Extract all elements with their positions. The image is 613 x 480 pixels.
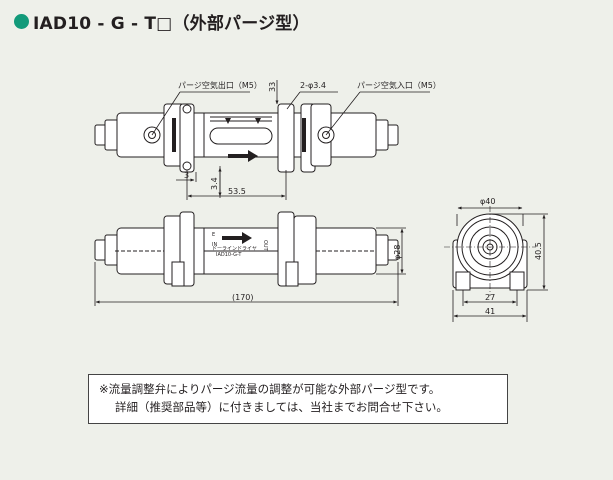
dim-53-5: 53.5 [228,187,246,196]
dim-phi40: φ40 [480,197,495,206]
dim-3-4: 3.4 [210,177,219,190]
body-text-1: ドーラインドライヤ [212,246,257,252]
label-purge-outlet: パージ空気出口（M5） [178,80,262,90]
dim-3: 3 [184,171,189,180]
flow-arrow-icon [228,150,258,162]
front-view [94,211,399,287]
note-line-2: 詳細（推奨部品等）に付きましては、当社までお問合せ下さい。 [115,400,448,414]
dim-phi28: φ28 [393,245,402,260]
dim-40-5: 40.5 [534,242,543,260]
title-row: IAD10 - G - T□（外部パージ型） [14,6,310,36]
dim-170: (170) [232,293,254,302]
body-mark-1: E [212,232,215,238]
page-title: IAD10 - G - T□（外部パージ型） [33,13,310,34]
dim-41: 41 [485,307,495,316]
body-mark-2: IN [212,242,217,248]
bullet-icon [14,13,29,29]
body-text-2: IAD10-G-T [216,252,242,258]
dim-27: 27 [485,293,495,302]
flow-arrow-icon-front [222,232,252,244]
label-purge-inlet: パージ空気入口（M5） [357,80,441,90]
note-box: ※流量調整弁によりパージ流量の調整が可能な外部パージ型です。 詳細（推奨部品等）… [88,374,508,424]
dim-33: 33 [268,82,277,92]
body-mark-3: OUT [262,240,268,252]
note-line-1: ※流量調整弁によりパージ流量の調整が可能な外部パージ型です。 [99,382,441,396]
top-view [94,103,399,173]
label-holes: 2-φ3.4 [300,81,326,90]
